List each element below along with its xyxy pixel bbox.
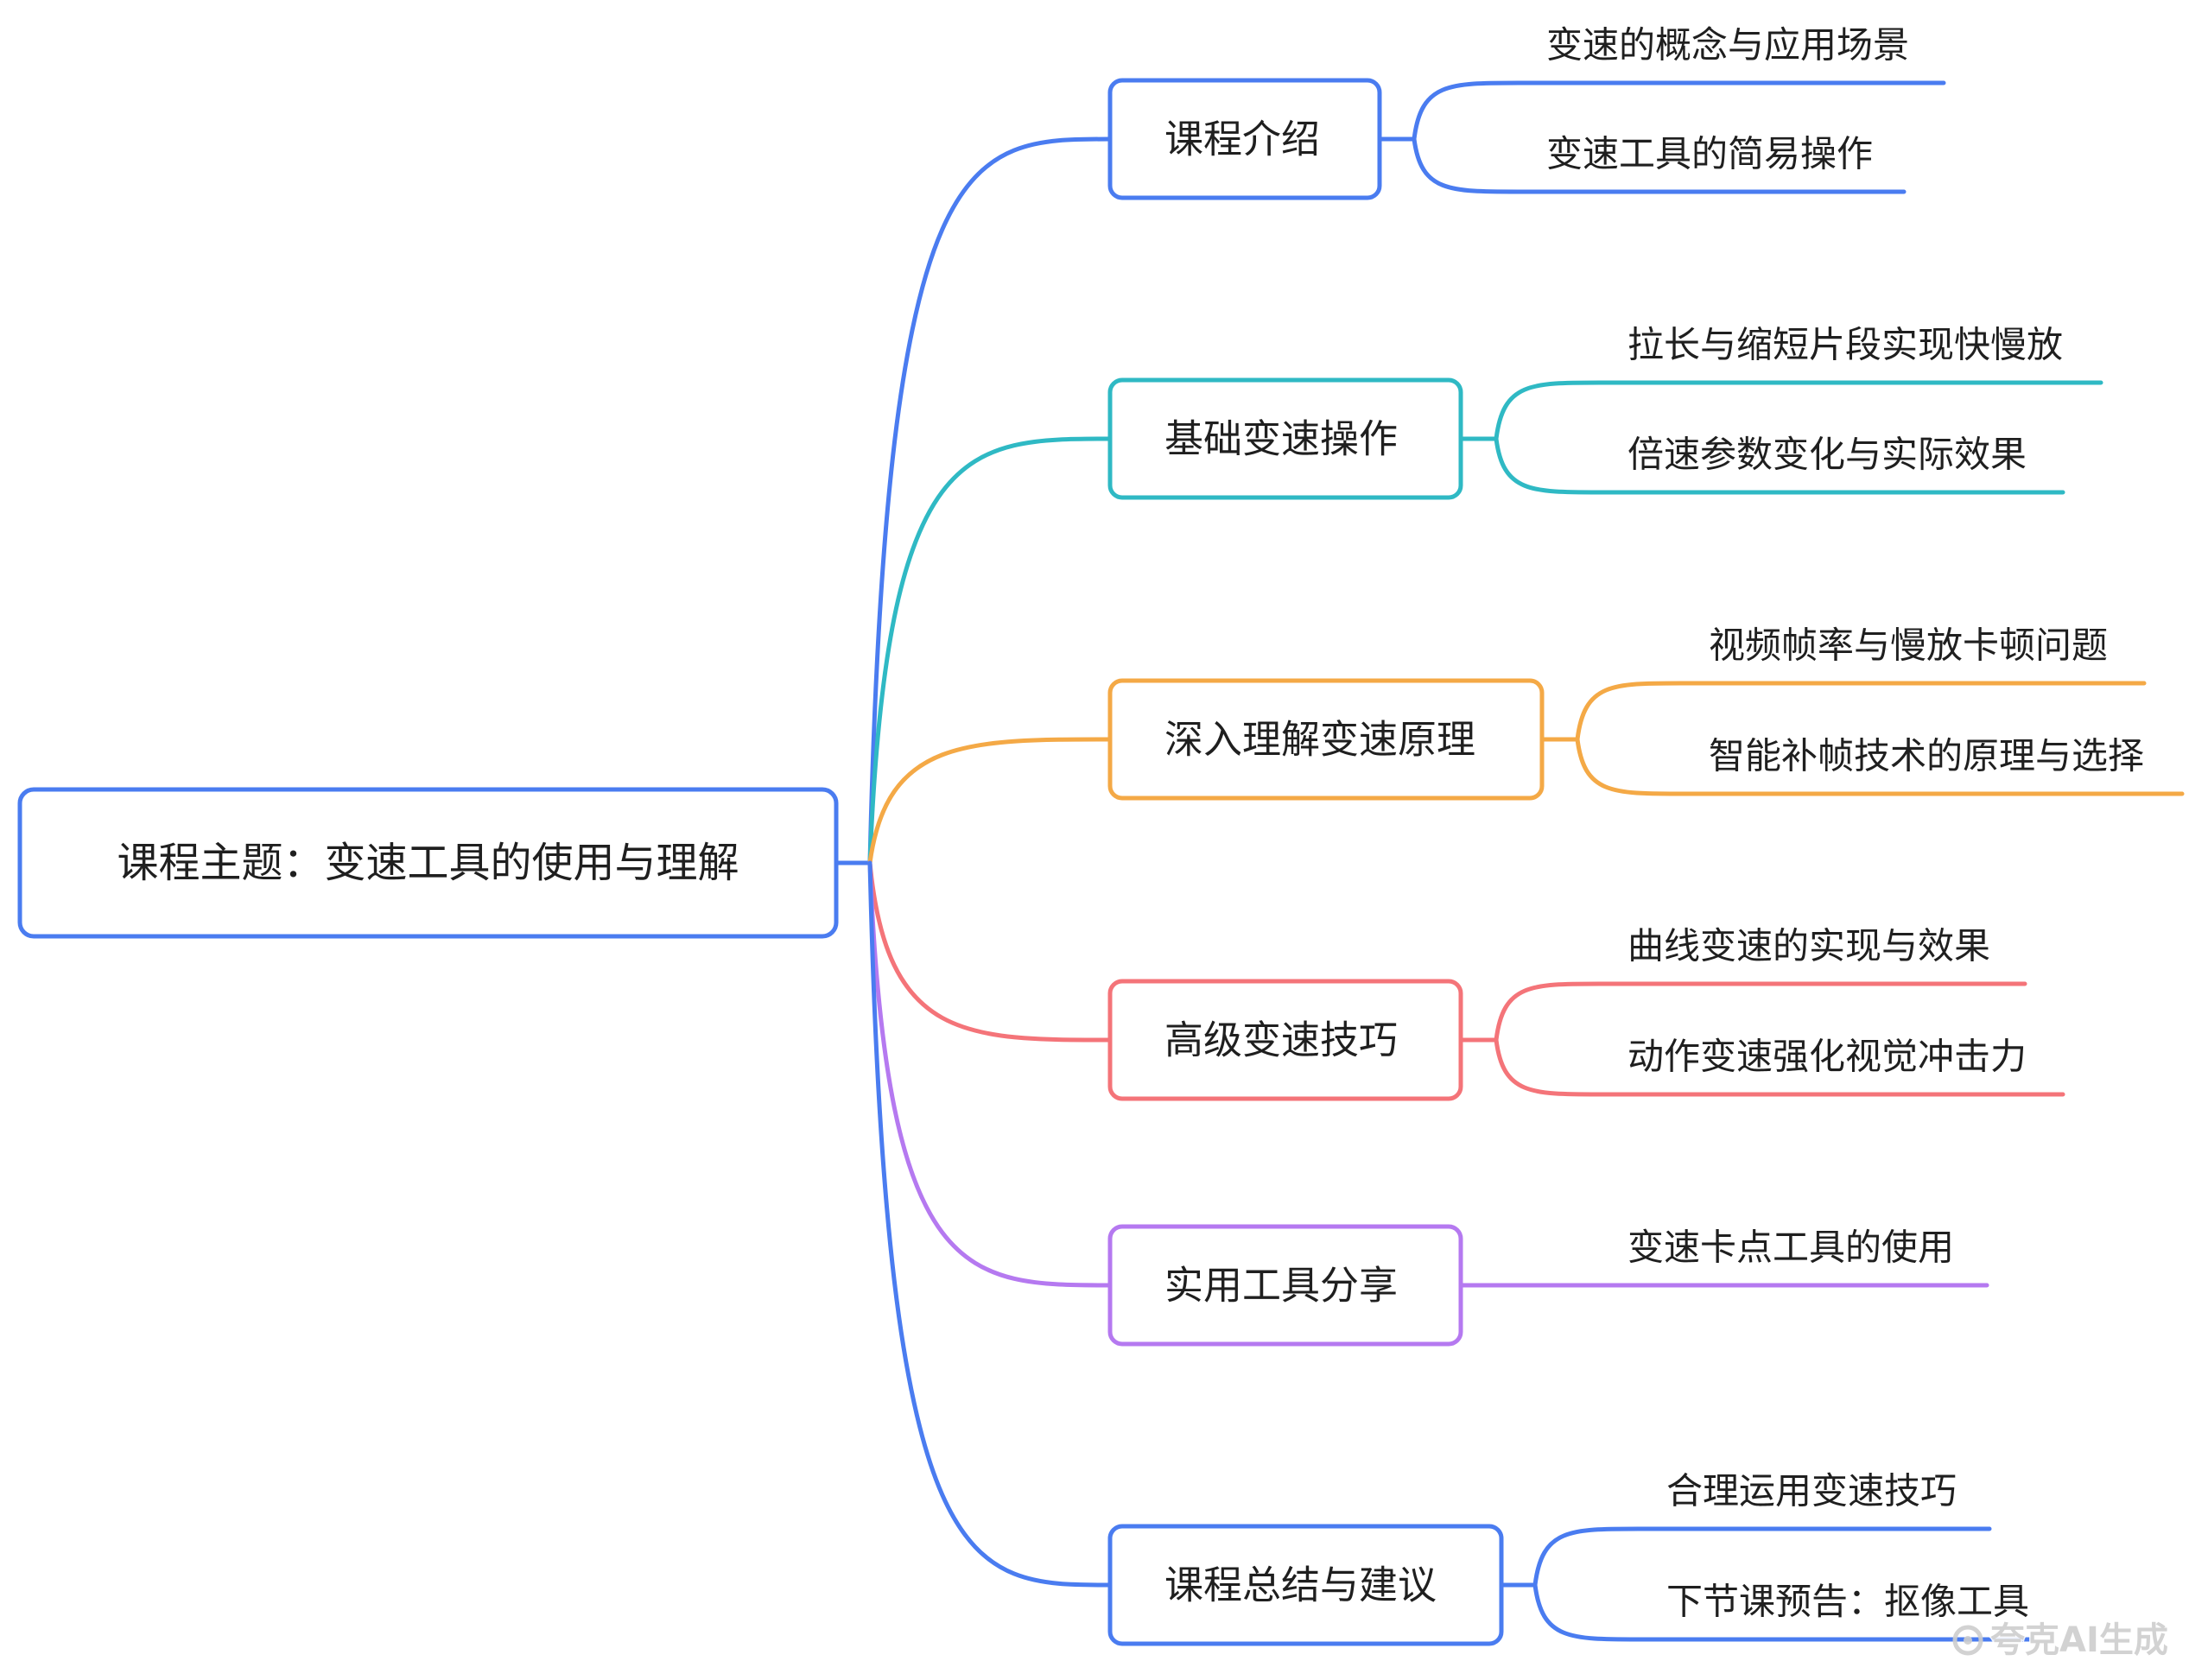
root-node: 课程主题：变速工具的使用与理解 [17, 787, 839, 939]
branch-node-2: 基础变速操作 [1107, 377, 1463, 500]
leaf-label: 倍速参数变化与实际效果 [1627, 434, 2027, 476]
leaf-node: 下节课预告：抠像工具 [1532, 1581, 2033, 1642]
connectors [834, 136, 1580, 1588]
branch-node-label: 课程总结与建议 [1164, 1563, 1437, 1608]
branch-node-label: 基础变速操作 [1164, 416, 1398, 462]
leaf-node: 变速工具的简易操作 [1412, 133, 1907, 194]
branch-connector [867, 737, 1113, 865]
leaf-underline [1575, 737, 2185, 796]
leaf-node: 视频帧率与慢放卡顿问题 [1575, 624, 2147, 742]
leaf-label: 智能补帧技术的原理与选择 [1709, 735, 2144, 777]
leaf-underline [1412, 136, 1907, 194]
branch-node-6: 课程总结与建议 [1107, 1524, 1504, 1646]
branch-connector [867, 860, 1113, 1588]
quark-logo-icon [1952, 1625, 1983, 1656]
leaf-underline [1532, 1526, 1992, 1588]
branch-node-1: 课程介绍 [1107, 78, 1382, 200]
branch-node-3: 深入理解变速原理 [1107, 678, 1545, 801]
leaf-label: 合理运用变速技巧 [1666, 1470, 1957, 1512]
branch-node-box [1107, 1524, 1504, 1646]
leaf-label: 拉长与缩短片段实现快慢放 [1627, 324, 2063, 366]
branch-connector [867, 436, 1113, 865]
branch-node-5: 实用工具分享 [1107, 1224, 1463, 1347]
leaf-label: 变速卡点工具的使用 [1627, 1227, 1954, 1269]
leaf-label: 动作变速强化视觉冲击力 [1627, 1036, 2027, 1078]
root-node-label: 课程主题：变速工具的使用与理解 [117, 839, 739, 887]
leaf-underline [1575, 681, 2147, 742]
leaf-underline [1412, 80, 1946, 142]
leaf-node: 倍速参数变化与实际效果 [1494, 434, 2065, 495]
leaf-node: 曲线变速的实现与效果 [1494, 925, 2027, 1043]
leaf-node: 动作变速强化视觉冲击力 [1494, 1036, 2065, 1097]
leaf-node: 拉长与缩短片段实现快慢放 [1494, 324, 2103, 441]
branch-node-box [1107, 979, 1463, 1101]
branch-connector [867, 860, 1113, 1288]
branch-connector [867, 136, 1113, 865]
branch-node-label: 实用工具分享 [1164, 1263, 1398, 1309]
watermark-text: 夸克AI生成 [1990, 1620, 2168, 1660]
branch-node-label: 高级变速技巧 [1164, 1018, 1398, 1063]
branch-connector [867, 860, 1113, 1043]
leaf-underline [1494, 436, 2065, 495]
leaf-underline [1494, 380, 2103, 441]
leaf-node: 合理运用变速技巧 [1532, 1470, 1992, 1588]
watermark: 夸克AI生成 [1952, 1620, 2169, 1662]
leaf-node: 智能补帧技术的原理与选择 [1575, 735, 2185, 796]
branch-node-box [1107, 678, 1545, 801]
leaf-label: 曲线变速的实现与效果 [1627, 925, 1990, 967]
leaf-label: 变速工具的简易操作 [1546, 133, 1873, 175]
leaf-node: 变速卡点工具的使用 [1458, 1227, 1989, 1288]
branch-node-label: 深入理解变速原理 [1164, 717, 1475, 763]
leaf-label: 变速的概念与应用场景 [1546, 24, 1909, 67]
leaf-label: 视频帧率与慢放卡顿问题 [1709, 624, 2108, 667]
branch-node-box [1107, 377, 1463, 500]
branch-node-label: 课程介绍 [1164, 117, 1320, 162]
branch-node-4: 高级变速技巧 [1107, 979, 1463, 1101]
branch-node-box [1107, 78, 1382, 200]
nodes: 课程主题：变速工具的使用与理解 课程介绍 变速的概念与应用场景变速工具的简易操作基础… [17, 24, 2185, 1646]
leaf-underline [1494, 1037, 2065, 1097]
leaf-underline [1532, 1582, 2033, 1642]
root-node-box [17, 787, 839, 939]
leaf-node: 变速的概念与应用场景 [1412, 24, 1946, 142]
leaf-label: 下节课预告：抠像工具 [1666, 1581, 2029, 1623]
leaf-underline [1494, 981, 2027, 1043]
